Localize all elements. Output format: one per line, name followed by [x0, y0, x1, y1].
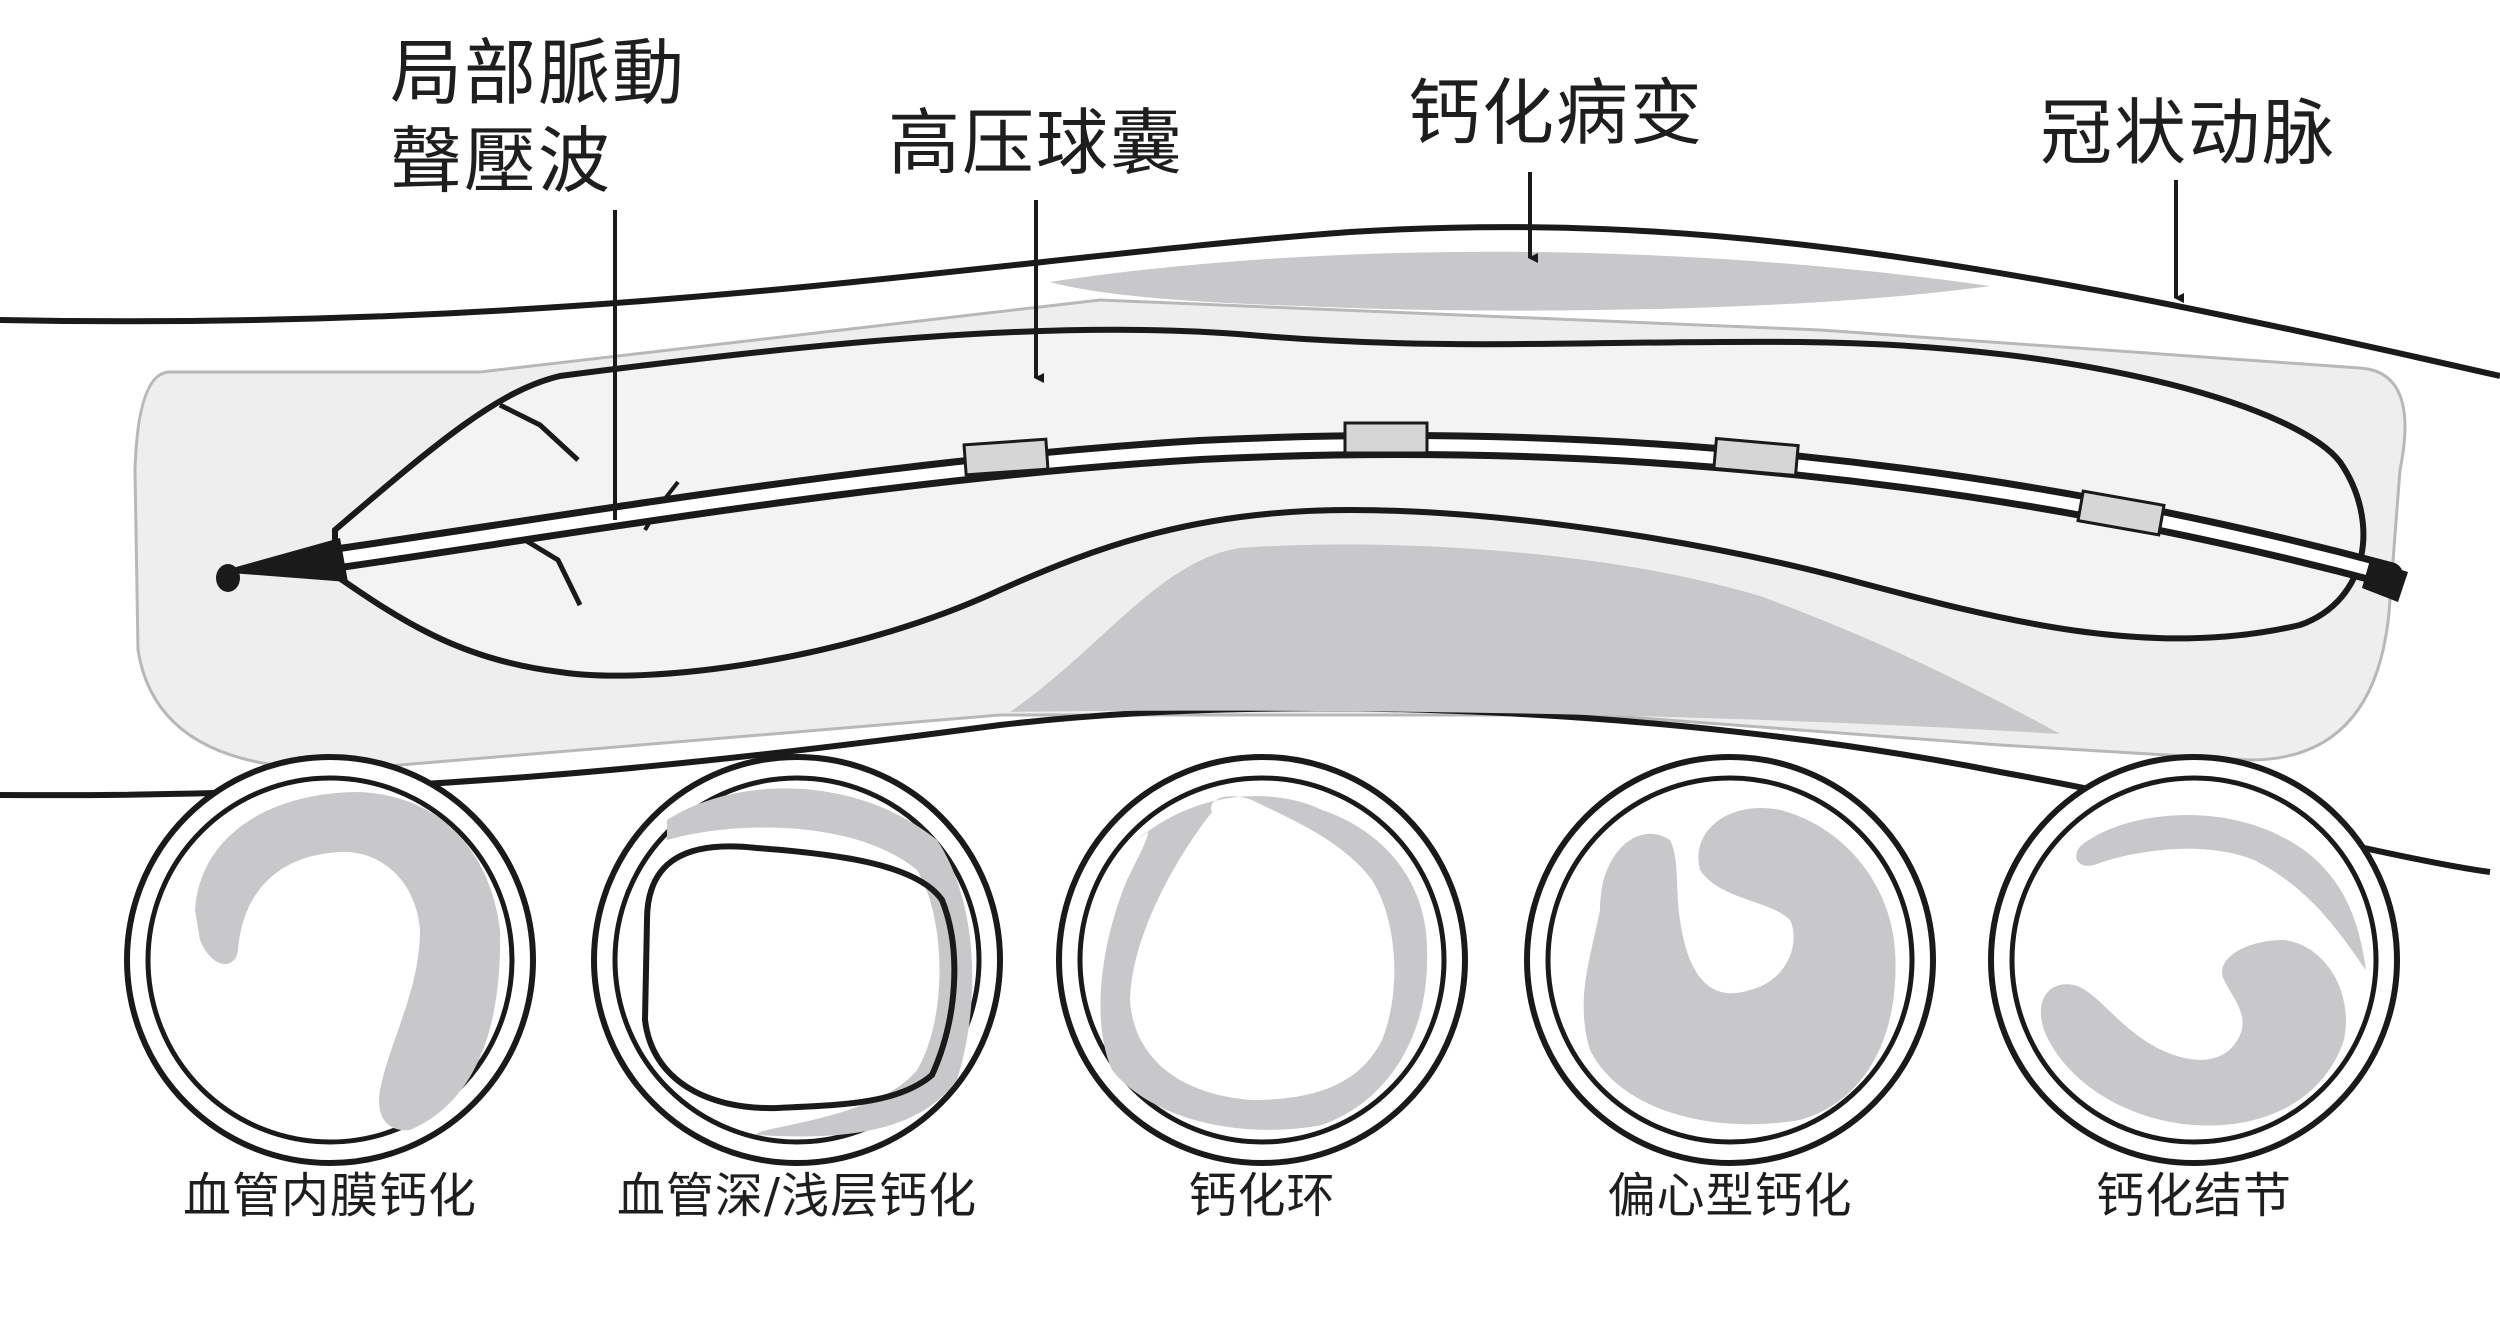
catheter-tip-end [216, 564, 240, 592]
emitter-band [962, 437, 1050, 477]
pointer-arrows [613, 172, 2184, 520]
vessel-wall-top [0, 224, 2500, 379]
emitter-band [1712, 436, 1800, 478]
deep-superficial-calcification [667, 788, 973, 1137]
cross-section-4 [1524, 754, 1936, 1166]
catheter-proximal-end [2362, 560, 2408, 602]
cross-section-label-nodule: 钙化结节 [2095, 1168, 2293, 1224]
balloon-outline [332, 326, 2367, 679]
pulse-wave-label-line1: 局部脈動 [390, 31, 687, 115]
eccentric-calcification [1583, 808, 1896, 1125]
cross-section-3 [1056, 754, 1468, 1166]
emitter-bands [962, 421, 2166, 537]
calcified-nodule [2040, 940, 2346, 1126]
cross-section-2 [591, 754, 1003, 1166]
calcified-lesion-upper [1050, 251, 1990, 311]
high-pressure-balloon-label: 高压球囊 [888, 101, 1185, 185]
coronary-artery-label: 冠状动脉 [2040, 91, 2337, 175]
calcified-nodule-arc [2076, 815, 2366, 970]
emitter-band [2076, 489, 2166, 537]
cross-section-label-eccentric: 偏心型钙化 [1607, 1168, 1853, 1224]
intimal-calcification [195, 792, 501, 1131]
cross-section-1 [124, 754, 536, 1166]
catheter-tip [218, 538, 348, 582]
cross-section-label-ring: 钙化环 [1188, 1168, 1336, 1224]
catheter-shaft-inner [334, 439, 2396, 581]
pulse-wave-label-line2: 聲壓波 [390, 119, 613, 203]
calcified-lesions [1010, 251, 2060, 734]
emitter-band [1343, 421, 1429, 455]
calcified-lesion-label: 钙化病变 [1408, 71, 1705, 155]
inner-lumen-ring [641, 843, 958, 1112]
cross-section-5 [1988, 754, 2400, 1166]
cross-section-label-intimal: 血管内膜钙化 [182, 1168, 478, 1224]
catheter [216, 421, 2408, 602]
cross-section-label-deep-superficial: 血管深/浅层钙化 [616, 1168, 978, 1224]
calcified-lesion-lower [1010, 544, 2060, 734]
